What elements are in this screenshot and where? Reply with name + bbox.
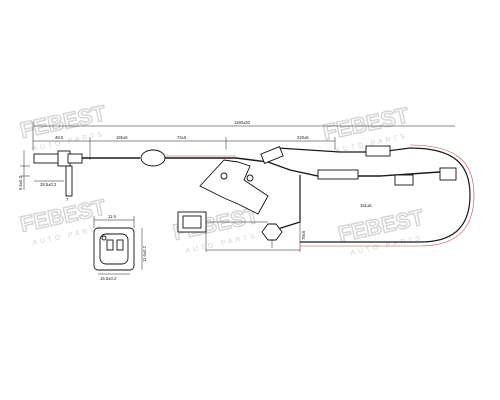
- drop-length-label: 78±5: [301, 230, 306, 240]
- sensor-head: 6.6±0.2 28.5±0.2 7: [18, 150, 83, 202]
- total-length-label: 1160±30: [234, 120, 251, 125]
- plug-inner-label: 15.6±0.2: [100, 276, 117, 281]
- lower-connector: 151±5 78±5: [177, 203, 372, 252]
- cable: [82, 144, 475, 247]
- plug-face-detail: 11.9 15.6±0.2 11.6±0.2: [93, 214, 147, 281]
- sensor-height-label: 6.6±0.2: [18, 175, 23, 190]
- segment-dimensions: 48.5 165±5 72±5 220±5: [33, 135, 336, 160]
- sensor-tip-label: 7: [66, 197, 69, 202]
- sensor-body-label: 28.5±0.2: [40, 182, 57, 187]
- cable-clips: [260, 145, 457, 186]
- connector-length-label: 48.5: [55, 135, 64, 140]
- overall-dimension: 1160±30: [32, 120, 455, 150]
- plug-width-label: 11.9: [108, 214, 117, 219]
- loop-length-label: 151±5: [360, 203, 372, 208]
- mounting-bracket: [199, 159, 269, 215]
- plug-height-label: 11.6±0.2: [142, 245, 147, 262]
- push-clip: [261, 223, 283, 248]
- segment-c-label: 220±5: [297, 135, 309, 140]
- segment-a-label: 165±5: [116, 135, 128, 140]
- segment-b-label: 72±5: [177, 135, 187, 140]
